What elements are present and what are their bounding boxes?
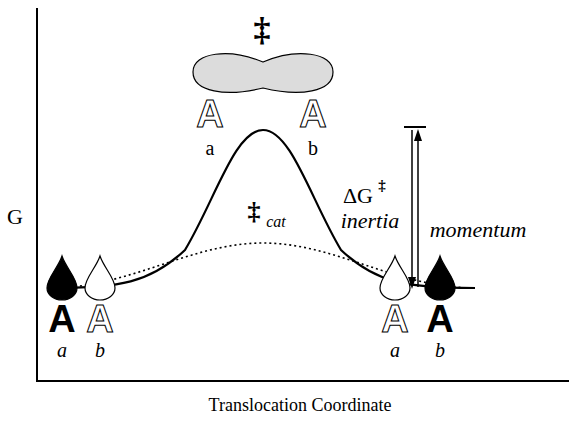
uncatalyzed-curve — [50, 130, 475, 288]
momentum-label: momentum — [430, 219, 527, 241]
arrowhead — [414, 129, 422, 141]
residue-letter: A — [381, 300, 408, 338]
y-axis — [36, 8, 38, 382]
site-letter: a — [57, 340, 67, 360]
filled-drop — [47, 256, 77, 300]
site-letter: b — [308, 138, 318, 158]
arrowhead — [408, 277, 416, 289]
open-drop — [85, 256, 115, 300]
residue-letter: A — [196, 95, 223, 133]
residue-letter: A — [86, 300, 113, 338]
energy-label: ΔG — [343, 185, 373, 207]
residue-letter: A — [48, 300, 75, 338]
momentum-arrow — [417, 140, 419, 287]
residue-letter: A — [299, 95, 326, 133]
axis-title: Translocation Coordinate — [209, 396, 392, 414]
superscript-dagger: ‡ — [378, 178, 386, 193]
site-letter: b — [95, 340, 105, 360]
site-letter: a — [390, 340, 400, 360]
site-letter: b — [435, 340, 445, 360]
inertia-label: inertia — [341, 210, 400, 232]
site-letter: a — [206, 138, 215, 158]
barrier-bar — [404, 126, 426, 128]
filled-drop — [425, 256, 455, 300]
transition-dagger: ‡ — [254, 13, 271, 47]
x-axis — [36, 380, 569, 382]
axis-label: G — [7, 206, 23, 228]
inertia-arrow — [411, 130, 413, 278]
open-drop — [380, 256, 410, 300]
residue-letter: A — [426, 300, 453, 338]
subscript-label: cat — [266, 214, 286, 230]
transition-dagger: ‡ — [248, 199, 261, 225]
transition-blob — [193, 54, 333, 93]
